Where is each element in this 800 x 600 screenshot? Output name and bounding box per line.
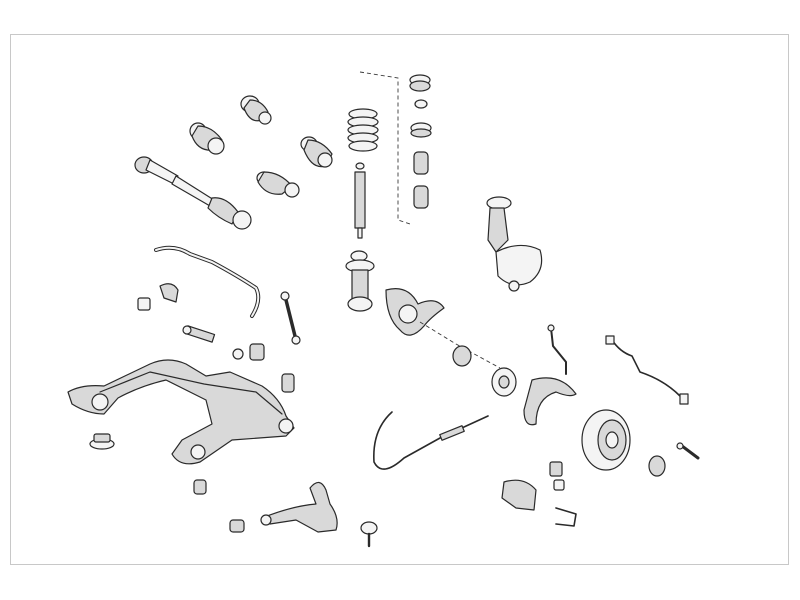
ball-joint <box>360 521 378 548</box>
control-arm-bushing <box>648 455 666 477</box>
cv-boot-small <box>240 95 272 125</box>
stabilizer-bracket <box>159 283 179 303</box>
subframe-mount <box>89 433 115 450</box>
abs-sensor-cable <box>605 335 689 405</box>
link-rod <box>232 348 244 360</box>
buffer-stop <box>281 373 295 393</box>
strut-mount <box>345 250 375 312</box>
brake-disc <box>581 409 631 471</box>
coil-spring <box>347 108 379 152</box>
rubber-mount <box>193 479 245 533</box>
steering-knuckle <box>385 288 445 336</box>
stabilizer-link <box>280 291 301 345</box>
splash-shield <box>523 377 577 426</box>
stabilizer-bushing <box>137 297 151 311</box>
cv-boot-center <box>300 136 333 168</box>
shock-absorber-rod <box>354 162 366 239</box>
top-mount-stack <box>409 74 432 209</box>
control-arm <box>260 481 338 533</box>
stabilizer-bar <box>154 245 261 318</box>
wheel-bolt <box>676 442 700 460</box>
brake-caliper <box>501 479 537 511</box>
guide-hub-axis <box>419 321 501 369</box>
brake-hose <box>547 324 567 375</box>
cv-joint-boot-kit <box>256 171 300 198</box>
cv-boot-left <box>189 122 225 155</box>
wheel-hub <box>491 367 517 397</box>
drive-shaft <box>134 156 252 230</box>
caliper-bracket <box>549 461 565 491</box>
diagram-frame <box>10 34 789 565</box>
steering-knuckle-rear <box>486 196 543 292</box>
wheel-bearing <box>452 345 472 367</box>
front-subframe <box>67 359 295 465</box>
subframe-bushing <box>249 343 265 361</box>
tie-rod-end <box>182 325 216 343</box>
brake-cable <box>373 411 489 470</box>
brake-pad-clip <box>555 507 577 527</box>
